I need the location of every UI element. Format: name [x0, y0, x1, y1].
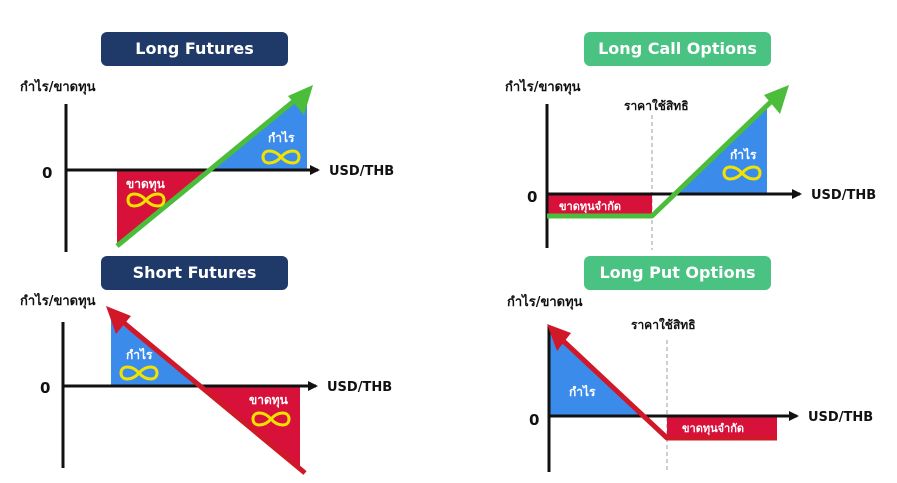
long-futures-profit-label: กำไร — [268, 130, 295, 145]
short-futures-profit-infinity-icon — [119, 365, 159, 381]
long-futures-title: Long Futures — [135, 39, 253, 58]
panel-short-futures: Short Futures กำไร/ขาดทุน 0 USD/THB กำไร… — [20, 256, 392, 475]
long-put-profit-label: กำไร — [569, 384, 596, 399]
long-futures-loss-label: ขาดทุน — [126, 177, 166, 192]
short-futures-zero-label: 0 — [40, 379, 50, 397]
long-put-arrowhead-icon — [547, 324, 571, 351]
short-futures-loss-infinity-icon — [251, 411, 291, 427]
short-futures-xlabel: USD/THB — [327, 380, 392, 395]
long-put-payoff-line — [556, 334, 777, 441]
panel-long-call: Long Call Options กำไร/ขาดทุน 0 ราคาใช้ส… — [505, 32, 876, 250]
long-futures-payoff-line — [115, 94, 302, 248]
long-futures-ylabel: กำไร/ขาดทุน — [20, 78, 96, 95]
long-put-zero-label: 0 — [529, 411, 539, 429]
long-put-title: Long Put Options — [599, 263, 755, 282]
short-futures-title-badge — [101, 256, 288, 290]
long-call-arrowhead-icon — [764, 85, 789, 114]
long-call-zero-label: 0 — [527, 188, 537, 206]
short-futures-loss-label: ขาดทุน — [249, 393, 289, 408]
long-futures-title-badge — [101, 32, 288, 66]
long-call-title: Long Call Options — [598, 39, 757, 58]
long-put-xlabel: USD/THB — [808, 410, 873, 425]
short-futures-payoff-line — [116, 316, 307, 475]
long-call-limited-loss-area — [547, 194, 652, 216]
long-call-payoff-line — [547, 93, 780, 219]
long-futures-loss-infinity-icon — [126, 192, 166, 208]
short-futures-arrowhead-icon — [106, 306, 131, 334]
long-call-profit-infinity-icon — [722, 165, 762, 181]
long-call-ylabel: กำไร/ขาดทุน — [505, 78, 581, 95]
panel-long-futures: Long Futures กำไร/ขาดทุน 0 USD/THB ขาดทุ… — [20, 32, 394, 252]
panel-long-put: Long Put Options กำไร/ขาดทุน 0 ราคาใช้สิ… — [507, 256, 873, 472]
short-futures-profit-label: กำไร — [126, 347, 153, 362]
long-call-strike-label: ราคาใช้สิทธิ — [624, 98, 689, 113]
short-futures-title: Short Futures — [133, 263, 257, 282]
long-call-limited-loss-label: ขาดทุนจำกัด — [559, 200, 621, 214]
short-futures-ylabel: กำไร/ขาดทุน — [20, 292, 96, 309]
long-put-limited-loss-area — [667, 416, 777, 438]
long-futures-arrowhead-icon — [288, 85, 313, 115]
long-futures-xlabel: USD/THB — [329, 164, 394, 179]
long-call-title-badge — [584, 32, 771, 66]
long-call-xlabel: USD/THB — [811, 188, 876, 203]
long-futures-profit-infinity-icon — [261, 149, 301, 165]
long-call-profit-label: กำไร — [730, 147, 757, 162]
long-put-title-badge — [584, 256, 771, 290]
long-put-strike-label: ราคาใช้สิทธิ — [631, 317, 696, 332]
long-futures-zero-label: 0 — [42, 164, 52, 182]
long-put-limited-loss-label: ขาดทุนจำกัด — [682, 422, 744, 436]
long-put-ylabel: กำไร/ขาดทุน — [507, 293, 583, 310]
